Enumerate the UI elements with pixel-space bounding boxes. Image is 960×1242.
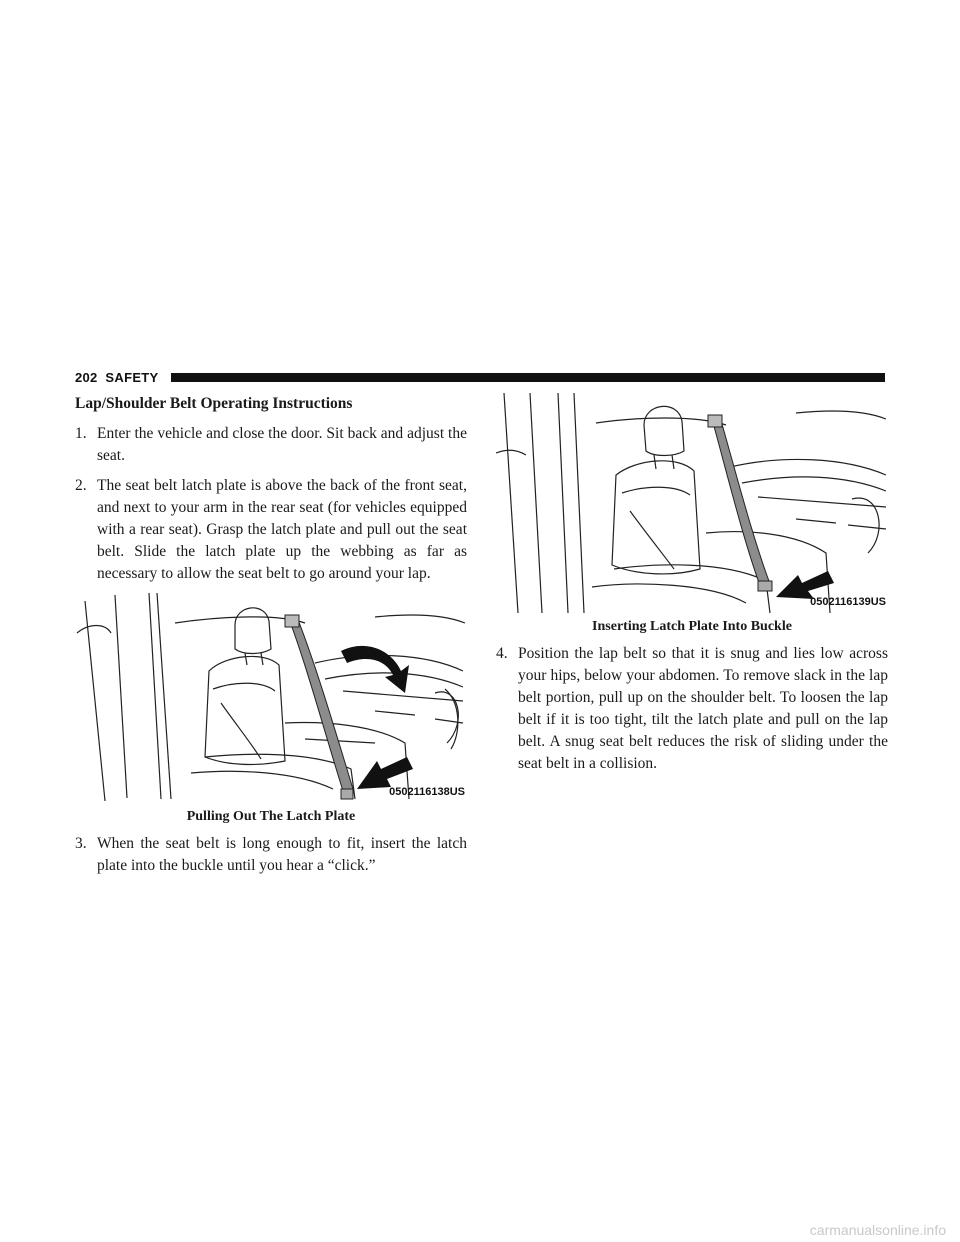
header-rule <box>171 373 885 382</box>
step-1: 1. Enter the vehicle and close the door.… <box>75 425 467 464</box>
left-column: Lap/Shoulder Belt Operating Instructions… <box>75 393 467 885</box>
figure-id-1: 0502116138US <box>389 786 465 798</box>
step-4: 4. Position the lap belt so that it is s… <box>496 645 888 772</box>
figure-caption-2: Inserting Latch Plate Into Buckle <box>592 619 792 634</box>
figure-caption-1: Pulling Out The Latch Plate <box>186 809 356 824</box>
seat-belt-illustration-2 <box>496 393 887 614</box>
step-2: 2. The seat belt latch plate is above th… <box>75 477 467 582</box>
seat-belt-illustration-1 <box>76 593 466 802</box>
figure-inserting-latch-plate: 0502116139US <box>496 393 888 615</box>
page-number-section: 202 SAFETY <box>75 370 159 385</box>
page-header: 202 SAFETY <box>75 370 885 386</box>
right-column: 0502116139US Inserting Latch Plate Into … <box>496 393 888 783</box>
figure-id-2: 0502116139US <box>810 596 886 608</box>
section-title: Lap/Shoulder Belt Operating Instructions <box>75 395 353 412</box>
step-3: 3. When the seat belt is long enough to … <box>75 835 467 874</box>
watermark: carmanualsonline.info <box>809 1222 946 1238</box>
figure-pulling-latch-plate: 0502116138US <box>75 593 467 805</box>
